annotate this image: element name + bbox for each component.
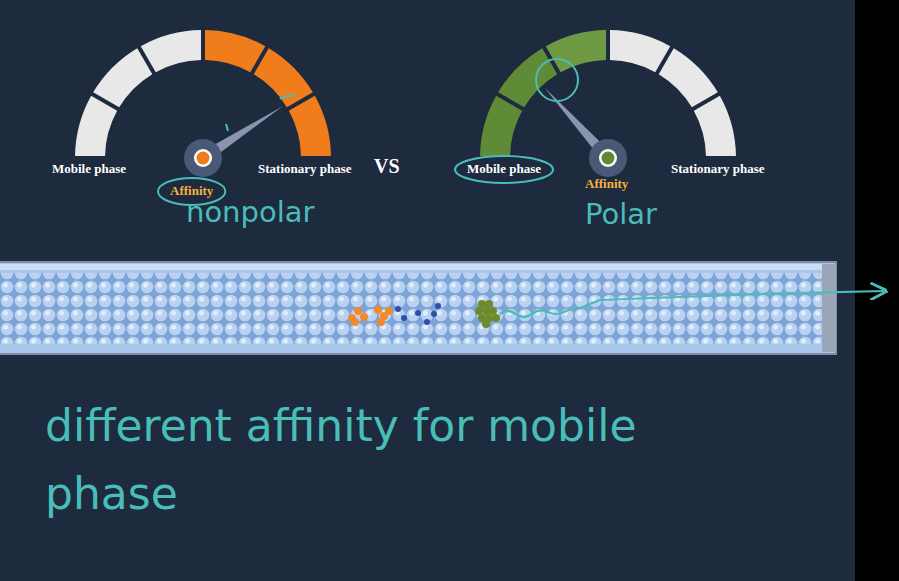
gauge-hub (589, 139, 627, 177)
tube-highlight (0, 264, 822, 270)
gauge-hub-ring (194, 149, 212, 167)
gauge-segment (93, 48, 152, 107)
annotation-tick (226, 124, 228, 131)
right-gauge (480, 30, 736, 177)
gauge-segment (659, 48, 718, 107)
gauge-dot (602, 152, 615, 165)
gauge-segment (205, 30, 265, 72)
affinity-label: Affinity (585, 177, 628, 192)
packed-beads (0, 273, 822, 344)
analyte-dot (360, 313, 368, 321)
analyte-dot (385, 307, 393, 315)
handwritten-note: Polar (585, 198, 657, 231)
analyte-dot (351, 318, 359, 326)
analyte-dot (482, 320, 490, 328)
scale-label: Stationary phase (258, 162, 352, 177)
analyte-dots (348, 300, 500, 328)
analyte-dot (485, 300, 493, 308)
gauge-segment (694, 96, 736, 156)
scale-label: Mobile phase (52, 162, 126, 177)
tube-end-cap (822, 264, 836, 352)
handwritten-note: nonpolar (186, 196, 314, 229)
gauge-segment (610, 30, 670, 72)
analyte-dot (354, 307, 362, 315)
flow-arrow (500, 291, 884, 317)
gauge-segment (141, 30, 201, 72)
gauge-dot (197, 152, 210, 165)
analyte-dot (424, 319, 430, 325)
analyte-dot (377, 318, 385, 326)
analyte-dot (431, 311, 437, 317)
analyte-dot (478, 300, 486, 308)
analyte-dot (482, 307, 490, 315)
gauge-segment (75, 96, 117, 156)
analyte-dot (489, 307, 497, 315)
analyte-dot (395, 306, 401, 312)
gauge-segment (289, 96, 331, 156)
left-gauge (75, 30, 331, 177)
gauge-segment (546, 30, 606, 72)
annotation-tick (280, 95, 295, 99)
scale-label: Stationary phase (671, 162, 765, 177)
gauge-hub (184, 139, 222, 177)
scale-label: Mobile phase (467, 162, 541, 177)
handwritten-note: different affinity for mobile phase (45, 392, 685, 528)
analyte-dot (401, 315, 407, 321)
gauge-segment (254, 48, 313, 107)
gauge-hub-ring (599, 149, 617, 167)
analyte-dot (435, 303, 441, 309)
annotation-circle (536, 59, 578, 101)
column-tube (0, 262, 836, 354)
tube-wall (0, 262, 836, 354)
gauge-segment (480, 96, 522, 156)
analyte-dot (374, 306, 382, 314)
annotation-circle (455, 156, 553, 183)
analyte-dot (492, 314, 500, 322)
versus-label: VS (374, 155, 400, 178)
analyte-dot (475, 307, 483, 315)
analyte-dot (415, 310, 421, 316)
